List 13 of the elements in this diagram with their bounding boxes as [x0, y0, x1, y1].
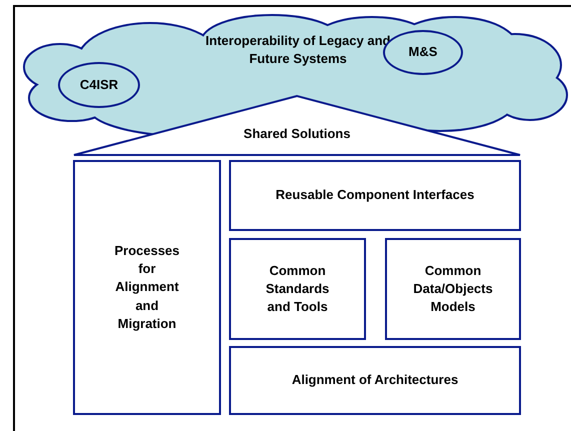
label-text: Processes for Alignment and Migration	[113, 242, 181, 333]
pillar-box	[385, 238, 521, 340]
label-text: Common Data/Objects Models	[412, 262, 494, 316]
pillar-box	[73, 160, 221, 415]
label-text: M&S	[408, 43, 438, 62]
pillar-box	[229, 160, 521, 231]
label-text: C4ISR	[78, 76, 120, 94]
label-text: Reusable Component Interfaces	[274, 186, 476, 204]
pillar-box	[229, 238, 366, 340]
label-text: Common Standards and Tools	[264, 262, 330, 316]
pillar-box	[229, 346, 521, 415]
label-text: Shared Solutions	[242, 125, 352, 143]
label-text: Alignment of Architectures	[290, 371, 460, 390]
